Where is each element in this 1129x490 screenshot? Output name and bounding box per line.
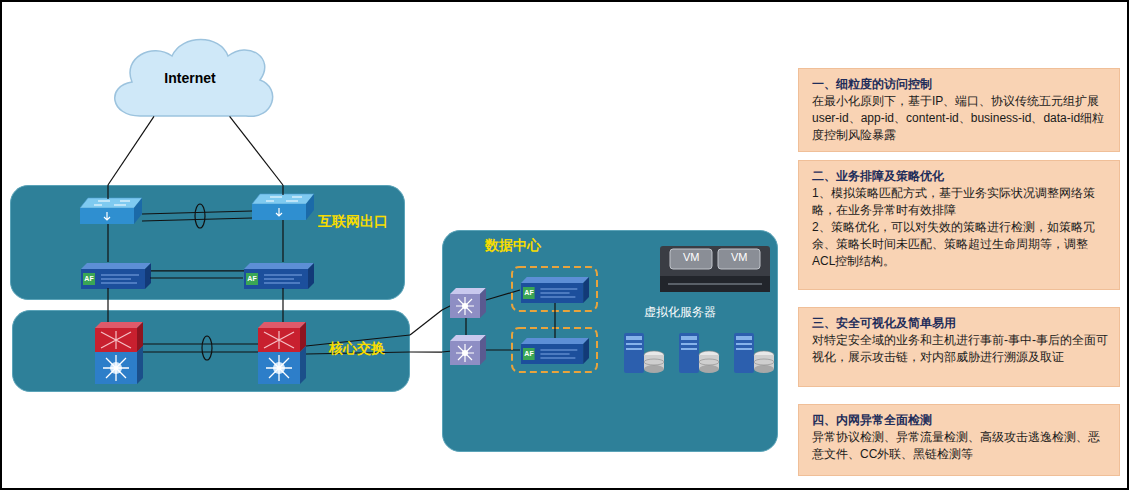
zone-band: 互联网出口 AF AF xyxy=(10,185,405,300)
cloud-label: Internet xyxy=(100,70,280,86)
link-line xyxy=(410,351,442,352)
zone-label: 核心交换 xyxy=(329,340,385,358)
link-line xyxy=(108,116,154,185)
link-line xyxy=(151,270,244,271)
device-badge: AF xyxy=(83,273,95,285)
panel-body: 2、策略优化，可以对失效的策略进行检测，如策略冗余、策略长时间未匹配、策略超过生… xyxy=(812,219,1109,270)
panel-body: 在最小化原则下，基于IP、端口、协议传统五元组扩展user-id、app-id、… xyxy=(812,93,1109,144)
link-line xyxy=(554,303,555,338)
zone-band: 核心交换 xyxy=(12,310,410,392)
panel-body: 异常协议检测、异常流量检测、高级攻击逃逸检测、恶意文件、CC外联、黑链检测等 xyxy=(812,429,1109,463)
feature-panel: 二、业务排障及策略优化1、模拟策略匹配方式，基于业务实际状况调整网络策略，在业务… xyxy=(798,160,1120,290)
panel-heading: 一、细粒度的访问控制 xyxy=(812,76,1109,93)
zone-label: 数据中心 xyxy=(485,237,541,255)
panel-body: 1、模拟策略匹配方式，基于业务实际状况调整网络策略，在业务异常时有效排障 xyxy=(812,185,1109,219)
firewall-box: AF xyxy=(521,277,589,303)
zone-band: 数据中心 AF AF xyxy=(442,230,778,452)
vm-label: VM xyxy=(731,251,748,263)
internet-cloud: Internet xyxy=(100,28,280,132)
device-badge: AF xyxy=(246,273,258,285)
panel-heading: 三、安全可视化及简单易用 xyxy=(812,315,1109,332)
firewall-box: AF xyxy=(521,338,589,364)
feature-panel: 三、安全可视化及简单易用对特定安全域的业务和主机进行事前-事中-事后的全面可视化… xyxy=(798,307,1120,387)
feature-panel: 一、细粒度的访问控制在最小化原则下，基于IP、端口、协议传统五元组扩展user-… xyxy=(798,68,1120,152)
link-line xyxy=(410,310,442,335)
vm-label: VM xyxy=(683,251,700,263)
firewall-box: AF xyxy=(244,263,314,289)
server-label: 虚拟化服务器 xyxy=(644,304,716,321)
device-badge: AF xyxy=(523,287,535,299)
panel-heading: 四、内网异常全面检测 xyxy=(812,412,1109,429)
firewall-box: AF xyxy=(81,263,151,289)
feature-panel: 四、内网异常全面检测异常协议检测、异常流量检测、高级攻击逃逸检测、恶意文件、CC… xyxy=(798,404,1120,476)
zone-label: 互联网出口 xyxy=(318,213,388,231)
panel-heading: 二、业务排障及策略优化 xyxy=(812,168,1109,185)
device-badge: AF xyxy=(523,348,535,360)
panel-body: 对特定安全域的业务和主机进行事前-事中-事后的全面可视化，展示攻击链，对内部威胁… xyxy=(812,332,1109,366)
link-line xyxy=(230,116,283,185)
